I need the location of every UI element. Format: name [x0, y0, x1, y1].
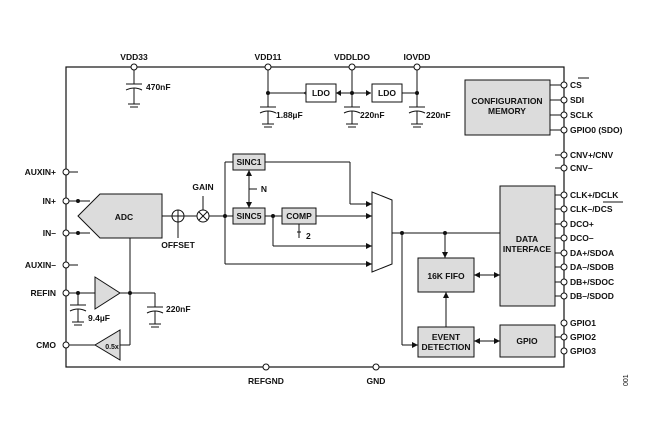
comp-filter: COMP	[281, 207, 317, 225]
pin-da-minus: DA–/SDOB	[570, 262, 614, 272]
pin-gpio3: GPIO3	[570, 346, 596, 356]
top-pin-vdd33: VDD33 470nF	[120, 52, 171, 108]
adc-block: ADC	[77, 193, 163, 239]
pin-label: REFGND	[248, 376, 284, 386]
pin-in-plus: IN+	[43, 196, 57, 206]
mux	[371, 191, 393, 273]
pin-label: VDD11	[255, 52, 282, 62]
top-pin-iovdd: IOVDD 220nF	[404, 52, 451, 128]
pin-db-plus: DB+/SDOC	[570, 277, 614, 287]
svg-text:INTERFACE: INTERFACE	[503, 244, 552, 254]
svg-text:EVENT: EVENT	[432, 332, 461, 342]
svg-text:GPIO: GPIO	[516, 336, 538, 346]
cap-refbuf: 220nF	[166, 304, 191, 314]
pin-cnv-plus: CNV+/CNV	[570, 150, 614, 160]
pin-clk-minus: CLK–/DCS	[570, 204, 613, 214]
offset-label: OFFSET	[161, 240, 195, 250]
gpio-block: GPIO	[499, 324, 561, 358]
ldo-1-label: LDO	[312, 88, 330, 98]
svg-text:MEMORY: MEMORY	[488, 106, 526, 116]
cap-refin: 9.4µF	[88, 313, 110, 323]
svg-text:CONFIGURATION: CONFIGURATION	[471, 96, 542, 106]
two-label: 2	[306, 231, 311, 241]
pin-cnv-minus: CNV–	[570, 163, 593, 173]
cmo-buffer: 0.5x	[94, 329, 121, 361]
svg-text:16K FIFO: 16K FIFO	[427, 271, 465, 281]
svg-text:0.5x: 0.5x	[105, 344, 119, 351]
bottom-pin-gnd: GND	[367, 363, 386, 386]
pin-cmo: CMO	[36, 340, 56, 350]
figure-id: 001	[623, 374, 630, 386]
top-pin-vdd11: VDD11 1.88µF	[255, 52, 304, 128]
sinc5-filter: SINC5	[232, 207, 266, 225]
pin-gpio1: GPIO1	[570, 318, 596, 328]
pin-in-minus: IN–	[43, 228, 57, 238]
chip-outline	[65, 66, 565, 368]
data-interface: DATA INTERFACE	[499, 185, 561, 307]
cap-iovdd: 220nF	[426, 110, 451, 120]
pin-label: VDD33	[120, 52, 148, 62]
right-pins: CS SDI SCLK GPIO0 (SDO) CNV+/CNV CNV– CL…	[560, 77, 623, 356]
pin-auxin-minus: AUXIN–	[25, 260, 56, 270]
pin-dco-plus: DCO+	[570, 219, 594, 229]
summing-node	[171, 209, 185, 223]
pin-sdi: SDI	[570, 95, 584, 105]
cap-vdd33: 470nF	[146, 82, 171, 92]
pin-label: GND	[367, 376, 386, 386]
svg-text:SINC1: SINC1	[236, 157, 261, 167]
svg-text:COMP: COMP	[286, 211, 312, 221]
left-pins: AUXIN+ IN+ IN– AUXIN– REFIN CMO	[25, 167, 70, 350]
sinc1-filter: SINC1	[232, 153, 266, 171]
pin-gpio0: GPIO0 (SDO)	[570, 125, 623, 135]
configuration-memory: CONFIGURATION MEMORY	[464, 79, 564, 136]
cap-vdd11: 1.88µF	[276, 110, 303, 120]
n-label: N	[261, 184, 267, 194]
pin-cs: CS	[570, 80, 582, 90]
event-detection: EVENT DETECTION	[417, 326, 475, 358]
svg-text:SINC5: SINC5	[236, 211, 261, 221]
gain-label: GAIN	[192, 182, 213, 192]
bottom-pin-refgnd: REFGND	[248, 363, 284, 386]
svg-text:DETECTION: DETECTION	[421, 342, 470, 352]
pin-sclk: SCLK	[570, 110, 594, 120]
ldo-2-label: LDO	[378, 88, 396, 98]
ref-buffer	[94, 276, 121, 310]
cap-vddldo: 220nF	[360, 110, 385, 120]
top-pin-vddldo: VDDLDO 220nF	[334, 52, 385, 128]
pin-label: VDDLDO	[334, 52, 370, 62]
svg-text:ADC: ADC	[115, 212, 133, 222]
pin-gpio2: GPIO2	[570, 332, 596, 342]
pin-refin: REFIN	[31, 288, 57, 298]
pin-clk-plus: CLK+/DCLK	[570, 190, 619, 200]
ldo-2: LDO	[366, 83, 417, 103]
fifo-block: 16K FIFO	[417, 257, 475, 293]
pin-db-minus: DB–/SDOD	[570, 291, 614, 301]
pin-label: IOVDD	[404, 52, 431, 62]
ldo-1: LDO	[303, 83, 371, 103]
gain-multiplier	[196, 209, 210, 223]
svg-text:DATA: DATA	[516, 234, 538, 244]
pin-auxin-plus: AUXIN+	[25, 167, 56, 177]
pin-dco-minus: DCO–	[570, 233, 594, 243]
pin-da-plus: DA+/SDOA	[570, 248, 614, 258]
